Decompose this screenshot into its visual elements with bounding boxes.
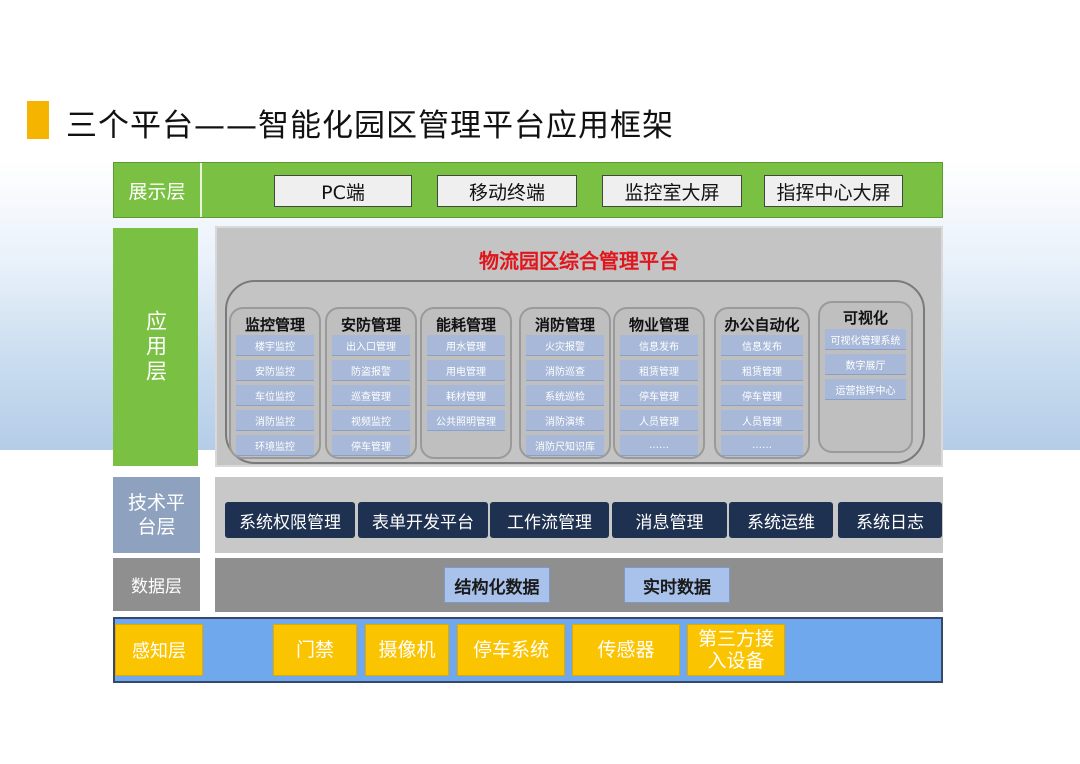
module-title: 可视化: [842, 309, 888, 327]
module-item[interactable]: 人员管理: [721, 410, 803, 431]
module-item[interactable]: 环境监控: [236, 435, 314, 456]
module-item[interactable]: 消防尺知识库: [526, 435, 604, 456]
display-item-monitor-screen[interactable]: 监控室大屏: [602, 175, 742, 207]
module-item[interactable]: 出入口管理: [332, 335, 410, 356]
module-1[interactable]: 安防管理出入口管理防盗报警巡查管理视频监控停车管理: [325, 307, 417, 459]
module-title: 办公自动化: [724, 316, 800, 334]
tech-item-form-platform[interactable]: 表单开发平台: [358, 502, 488, 538]
module-item[interactable]: 信息发布: [721, 335, 803, 356]
module-item[interactable]: 安防监控: [236, 360, 314, 381]
data-item-realtime[interactable]: 实时数据: [624, 567, 730, 603]
module-item[interactable]: 用电管理: [427, 360, 505, 381]
tech-layer-label: 技术平台层: [113, 477, 200, 553]
module-3[interactable]: 消防管理火灾报警消防巡查系统巡检消防演练消防尺知识库: [519, 307, 611, 459]
sense-layer-label: 感知层: [115, 624, 203, 676]
tech-layer-panel: 系统权限管理 表单开发平台 工作流管理 消息管理 系统运维 系统日志: [215, 477, 943, 553]
module-item[interactable]: 租赁管理: [721, 360, 803, 381]
module-item[interactable]: 用水管理: [427, 335, 505, 356]
data-item-structured[interactable]: 结构化数据: [444, 567, 550, 603]
data-layer-panel: 结构化数据 实时数据: [215, 558, 943, 612]
module-item[interactable]: 火灾报警: [526, 335, 604, 356]
module-2[interactable]: 能耗管理用水管理用电管理耗材管理公共照明管理: [420, 307, 512, 459]
module-item[interactable]: ……: [721, 435, 803, 456]
module-6[interactable]: 可视化可视化管理系统数字展厅运营指挥中心: [818, 301, 913, 453]
module-item[interactable]: 防盗报警: [332, 360, 410, 381]
page-title: 三个平台——智能化园区管理平台应用框架: [66, 108, 674, 144]
sense-item-thirdparty-text: 第三方接入设备: [697, 628, 774, 672]
module-item[interactable]: 公共照明管理: [427, 410, 505, 431]
sense-item-parking[interactable]: 停车系统: [457, 624, 565, 676]
module-item[interactable]: 视频监控: [332, 410, 410, 431]
module-item[interactable]: ……: [620, 435, 698, 456]
module-title: 能耗管理: [435, 316, 496, 334]
module-item[interactable]: 消防监控: [236, 410, 314, 431]
tech-item-workflow[interactable]: 工作流管理: [490, 502, 609, 538]
title-accent-bar: [27, 101, 49, 139]
application-layer-label: 应用层: [113, 228, 198, 466]
display-item-pc[interactable]: PC端: [274, 175, 412, 207]
display-layer: 展示层 PC端 移动终端 监控室大屏 指挥中心大屏: [113, 162, 943, 218]
module-item[interactable]: 租赁管理: [620, 360, 698, 381]
module-title: 监控管理: [244, 316, 305, 334]
platform-title: 物流园区综合管理平台: [479, 249, 679, 273]
module-item[interactable]: 停车管理: [721, 385, 803, 406]
display-layer-label: 展示层: [114, 163, 202, 217]
module-item[interactable]: 停车管理: [332, 435, 410, 456]
module-item[interactable]: 巡查管理: [332, 385, 410, 406]
data-layer-label: 数据层: [113, 558, 200, 611]
sense-layer: 感知层 门禁 摄像机 停车系统 传感器 第三方接入设备: [113, 617, 943, 683]
module-item[interactable]: 耗材管理: [427, 385, 505, 406]
module-item[interactable]: 停车管理: [620, 385, 698, 406]
module-item[interactable]: 可视化管理系统: [825, 329, 906, 350]
module-title: 消防管理: [534, 316, 595, 334]
sense-item-access[interactable]: 门禁: [273, 624, 357, 676]
display-item-command-screen[interactable]: 指挥中心大屏: [764, 175, 903, 207]
sense-item-thirdparty[interactable]: 第三方接入设备: [687, 624, 785, 676]
sense-item-camera[interactable]: 摄像机: [365, 624, 449, 676]
module-5[interactable]: 办公自动化信息发布租赁管理停车管理人员管理 ……: [714, 307, 810, 459]
platform-modules-frame: [225, 280, 925, 464]
tech-item-ops[interactable]: 系统运维: [729, 502, 833, 538]
tech-item-log[interactable]: 系统日志: [838, 502, 942, 538]
module-title: 物业管理: [628, 316, 689, 334]
display-item-mobile[interactable]: 移动终端: [437, 175, 577, 207]
module-title: 安防管理: [340, 316, 401, 334]
sense-item-sensor[interactable]: 传感器: [572, 624, 680, 676]
tech-item-message[interactable]: 消息管理: [612, 502, 727, 538]
module-item[interactable]: 楼宇监控: [236, 335, 314, 356]
tech-item-permission[interactable]: 系统权限管理: [225, 502, 355, 538]
module-0[interactable]: 监控管理楼宇监控安防监控车位监控消防监控环境监控: [229, 307, 321, 459]
module-item[interactable]: 消防巡查: [526, 360, 604, 381]
module-4[interactable]: 物业管理信息发布租赁管理停车管理人员管理 ……: [613, 307, 705, 459]
module-item[interactable]: 人员管理: [620, 410, 698, 431]
module-item[interactable]: 消防演练: [526, 410, 604, 431]
module-item[interactable]: 信息发布: [620, 335, 698, 356]
module-item[interactable]: 运营指挥中心: [825, 379, 906, 400]
module-item[interactable]: 数字展厅: [825, 354, 906, 375]
tech-layer-label-text: 技术平台层: [127, 492, 185, 538]
module-item[interactable]: 系统巡检: [526, 385, 604, 406]
module-item[interactable]: 车位监控: [236, 385, 314, 406]
